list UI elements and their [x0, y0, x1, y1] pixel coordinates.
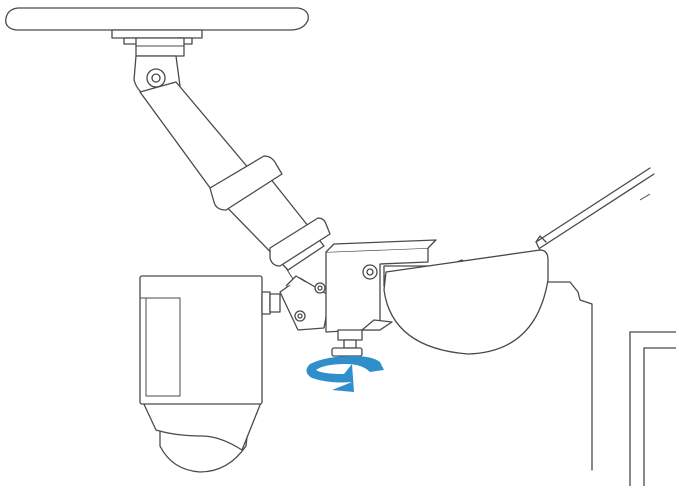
camera: [139, 275, 281, 473]
solar-panel: [5, 7, 309, 57]
adjustment-knob: [331, 329, 363, 357]
wall: [629, 331, 676, 486]
gutter: [383, 167, 655, 471]
telescopic-arm: [139, 81, 331, 291]
rotate-arrow-icon: [306, 356, 384, 392]
